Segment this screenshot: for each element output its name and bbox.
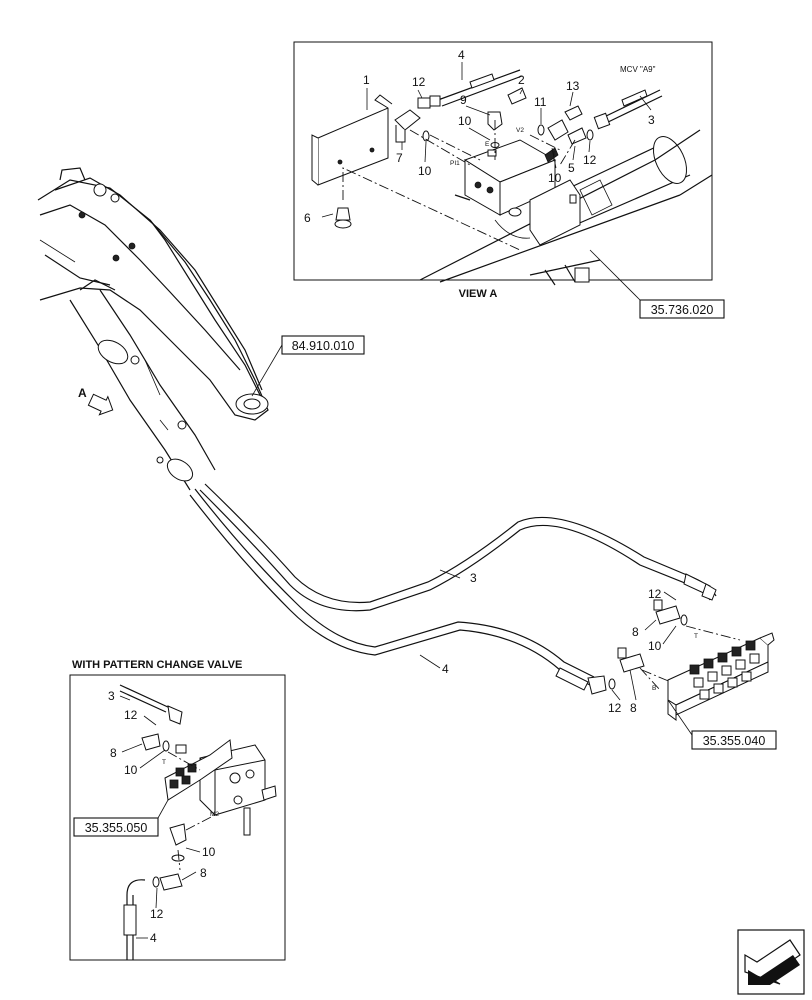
main-callout-8a: 8 <box>632 625 639 639</box>
main-callout-10: 10 <box>648 639 662 653</box>
port-label-t: T <box>552 151 556 158</box>
port-label-v2: V2 <box>516 127 524 134</box>
main-callout-4: 4 <box>442 662 449 676</box>
pattern-change-leaders <box>119 695 201 939</box>
manifold-block <box>667 632 775 721</box>
view-a-callout-3: 3 <box>648 113 655 127</box>
view-a-inset: 1 2 3 4 5 6 7 9 10 10 10 11 12 12 13 MCV… <box>293 41 713 300</box>
main-callout-3: 3 <box>470 571 477 585</box>
view-a-callout-12a: 12 <box>412 75 426 89</box>
view-a-callout-12b: 12 <box>583 153 597 167</box>
inset-callout-12b: 12 <box>150 907 164 921</box>
main-port-t: T <box>694 633 698 640</box>
inset-callout-4: 4 <box>150 931 157 945</box>
next-page-arrow-icon[interactable] <box>737 929 805 995</box>
main-leaders <box>419 569 677 701</box>
main-port-b: B <box>652 685 656 692</box>
view-a-callout-10a: 10 <box>458 114 472 128</box>
inset-callout-3: 3 <box>108 689 115 703</box>
reference-box-35355040: 35.355.040 <box>667 699 777 750</box>
view-a-fittings <box>334 87 611 229</box>
pattern-change-title: WITH PATTERN CHANGE VALVE <box>72 659 242 671</box>
reference-box-35355050: 35.355.050 <box>73 799 169 837</box>
hose-4 <box>189 488 607 695</box>
view-a-centre-lines <box>342 120 576 251</box>
reference-35-736-020: 35.736.020 <box>651 303 714 317</box>
view-a-leaders <box>321 62 652 218</box>
main-fittings <box>608 599 741 691</box>
inset-port-t: T <box>162 759 166 766</box>
view-a-callout-10b: 10 <box>418 164 432 178</box>
view-a-callout-1: 1 <box>363 73 370 87</box>
view-a-callout-5: 5 <box>568 161 575 175</box>
manifold-fittings <box>689 640 760 700</box>
inset-callout-10b: 10 <box>202 845 216 859</box>
view-a-callout-11: 11 <box>534 95 547 109</box>
valve-block <box>454 139 581 246</box>
reference-box-84910010: 84.910.010 <box>251 335 365 397</box>
hose-3 <box>199 483 717 612</box>
view-a-callout-6: 6 <box>304 211 311 225</box>
main-callout-12a: 12 <box>648 587 662 601</box>
view-a-cylinder <box>419 129 713 286</box>
view-a-callout-10c: 10 <box>548 171 562 185</box>
view-a-caption: VIEW A <box>459 288 498 300</box>
pattern-change-frame <box>69 674 286 961</box>
reference-box-35736020: 35.736.020 <box>589 249 725 319</box>
port-label-e: E <box>485 141 490 148</box>
view-a-callout-7: 7 <box>396 151 403 165</box>
inset-callout-8b: 8 <box>200 866 207 880</box>
bracket-part-1 <box>311 94 393 186</box>
view-a-callout-4: 4 <box>458 48 465 62</box>
inset-port-m2: M2 <box>210 811 219 818</box>
view-a-callout-9: 9 <box>460 93 467 107</box>
reference-35-355-040: 35.355.040 <box>703 734 766 748</box>
main-callout-12b: 12 <box>608 701 622 715</box>
view-a-callout-13: 13 <box>566 79 580 93</box>
inset-callout-12a: 12 <box>124 708 138 722</box>
reference-35-355-050: 35.355.050 <box>85 821 148 835</box>
port-label-pi1: PI1 <box>450 160 460 167</box>
view-a-callout-2: 2 <box>518 73 525 87</box>
pattern-change-inset: WITH PATTERN CHANGE VALVE <box>69 659 286 961</box>
view-a-hoses <box>437 69 663 125</box>
boom-assembly <box>37 167 269 421</box>
view-a-marker: A <box>78 386 114 416</box>
port-label-mcv: MCV "A9" <box>620 65 656 74</box>
arm-cylinder <box>69 279 216 491</box>
inset-callout-8a: 8 <box>110 746 117 760</box>
reference-84-910-010: 84.910.010 <box>292 339 355 353</box>
view-marker-label: A <box>78 386 87 400</box>
inset-callout-10a: 10 <box>124 763 138 777</box>
main-callout-8b: 8 <box>630 701 637 715</box>
view-a-frame <box>293 41 713 281</box>
